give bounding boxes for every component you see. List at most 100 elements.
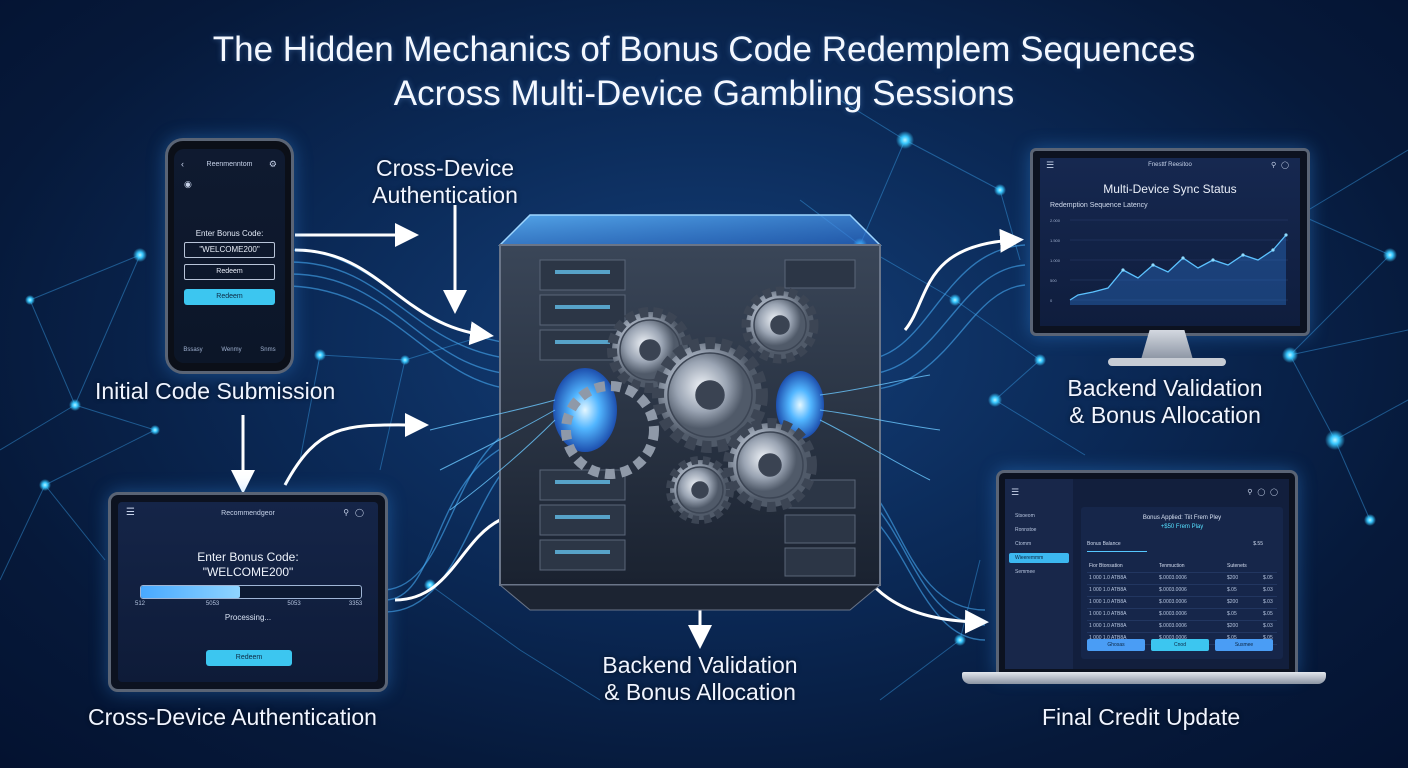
table-row: 1 000 1.0 ATB8A $.0003.0006 $200 $.05 [1087, 573, 1277, 585]
phone-redeem-outline-button[interactable]: Redeem [184, 264, 275, 280]
label-backend-right-line1: Backend Validation [1067, 375, 1263, 401]
table-cell: $.05 [1263, 575, 1273, 581]
progress-tick: 5053 [287, 601, 301, 607]
laptop-base [962, 672, 1326, 684]
label-cross-device-bottom: Cross-Device Authentication [88, 704, 377, 730]
progress-tick: 5053 [205, 601, 220, 607]
phone-code-input[interactable]: "WELCOME200" [184, 242, 275, 258]
title-line-1: The Hidden Mechanics of Bonus Code Redem… [212, 30, 1196, 69]
label-cross-device-top-line1: Cross-Device [375, 155, 515, 181]
sidebar-item-active[interactable]: Wieeremmm [1009, 553, 1069, 563]
label-backend-right-line2: & Bonus Allocation [1069, 402, 1261, 428]
table-cell: $.0003.0006 [1159, 599, 1187, 605]
label-backend-center-line1: Backend Validation [602, 652, 798, 678]
page-title: The Hidden Mechanics of Bonus Code Redem… [0, 28, 1408, 116]
monitor-screen: ☰ Fnesttf Reesitoo ⚲◯ Multi-Device Sync … [1040, 158, 1300, 326]
svg-text:2.000: 2.000 [1050, 218, 1061, 223]
tablet-device: ☰ Recommendgeor ⚲◯ Enter Bonus Code: "WE… [108, 492, 388, 692]
table-cell: $.05 [1227, 635, 1237, 641]
monitor-panel-title: Multi-Device Sync Status [1103, 182, 1237, 196]
table-cell: $.0003.0006 [1159, 635, 1187, 641]
phone-nav-item[interactable]: Snms [260, 347, 276, 353]
table-cell: 1 000 1.0 ATB8A [1089, 611, 1127, 617]
tablet-header-icons[interactable]: ⚲◯ [343, 508, 370, 517]
phone-nav-item[interactable]: Wenmy [221, 347, 242, 353]
monitor-chart-title: Redemption Sequence Latency [1050, 202, 1148, 209]
table-cell: $.05 [1227, 587, 1237, 593]
table-cell: 1 000 1.0 ATB8A [1089, 635, 1127, 641]
table-cell: 1 000 1.0 ATB8A [1089, 599, 1127, 605]
table-cell: $200 [1227, 623, 1239, 629]
tablet-progress-bar [140, 585, 362, 599]
laptop-button[interactable]: Ghosas [1087, 639, 1145, 651]
tablet-status: Processing... [224, 613, 272, 622]
table-cell: $.0003.0006 [1159, 575, 1187, 581]
table-row: 1 000 1.0 ATB8A$.0003.0006$200$.03 [1087, 621, 1277, 633]
table-cell: $.0003.0006 [1159, 587, 1187, 593]
table-row: 1 000 1.0 ATB8A $.0003.0006 $.05 $.05 [1087, 609, 1277, 621]
freeplay-text: +$50 Frem Play [1160, 524, 1204, 530]
menu-icon[interactable]: ☰ [1011, 487, 1020, 497]
svg-text:1.000: 1.000 [1050, 258, 1061, 263]
balance-label: Bonus Balance [1087, 541, 1121, 547]
table-header-row: Fior Btonsation Tenmuction Sutenets [1087, 561, 1277, 573]
phone-nav-bar: Bssasy Wenmy Snms [174, 347, 285, 353]
laptop-header-icons[interactable]: ⚲◯◯ [1247, 489, 1283, 496]
svg-text:1.500: 1.500 [1050, 238, 1061, 243]
phone-screen: ‹ Reenmenntom ⚙ ◉ Enter Bonus Code: "WEL… [174, 149, 285, 363]
tablet-enter-label: Enter Bonus Code: [197, 550, 299, 564]
phone-enter-label: Enter Bonus Code: [195, 229, 264, 238]
phone-redeem-button[interactable]: Redeem [184, 289, 275, 305]
menu-icon[interactable]: ☰ [1046, 160, 1055, 170]
label-cross-device-top: Cross-Device Authentication [350, 155, 540, 209]
table-cell: $.05 [1263, 611, 1273, 617]
transactions-table: Fior Btonsation Tenmuction Sutenets 1 00… [1087, 561, 1277, 645]
laptop-button[interactable]: Cnod [1151, 639, 1209, 651]
label-backend-right: Backend Validation & Bonus Allocation [1040, 375, 1290, 429]
laptop-screen: ☰ Stsoeom Ronnstoe Ctomm Wieeremmm Semme… [1005, 479, 1289, 669]
label-final-credit: Final Credit Update [1042, 704, 1241, 730]
sidebar-item[interactable]: Ctomm [1015, 541, 1032, 547]
phone-nav-item[interactable]: Bssasy [183, 347, 203, 353]
sidebar-item[interactable]: Semmee [1015, 569, 1036, 575]
bonus-applied-text: Bonus Applied: Tiit Frem Pley [1142, 515, 1222, 521]
gear-icon[interactable]: ⚙ [268, 159, 277, 169]
table-cell: $.0003.0006 [1159, 611, 1187, 617]
table-row: 1 000 1.0 ATB8A$.0003.0006$200$.03 [1087, 597, 1277, 609]
tablet-title: Recommendgeor [221, 510, 275, 517]
user-icon[interactable]: ◉ [184, 179, 192, 189]
table-header: Sutenets [1227, 563, 1247, 569]
tablet-code-value: "WELCOME200" [202, 565, 294, 579]
progress-tick: 512 [134, 601, 146, 607]
monitor-stand [1140, 330, 1194, 360]
monitor-base [1108, 358, 1226, 366]
sidebar-item[interactable]: Ronnstoe [1015, 527, 1037, 533]
monitor-header: Fnesttf Reesitoo [1148, 162, 1192, 168]
network-lines [0, 99, 1408, 701]
svg-text:0: 0 [1050, 298, 1053, 303]
table-cell: 1 000 1.0 ATB8A [1089, 575, 1127, 581]
sidebar-item[interactable]: Stsoeom [1015, 513, 1035, 519]
table-cell: $.05 [1263, 635, 1273, 641]
table-cell: $200 [1227, 575, 1239, 581]
table-header: Tenmuction [1159, 563, 1185, 569]
table-cell: $.03 [1263, 587, 1273, 593]
tablet-progress-fill [141, 586, 240, 598]
tablet-redeem-button[interactable]: Redeem [206, 650, 292, 666]
back-icon[interactable]: ‹ [181, 159, 184, 169]
label-backend-center: Backend Validation & Bonus Allocation [580, 652, 820, 706]
laptop-button[interactable]: Susmee [1215, 639, 1273, 651]
table-cell: $.05 [1227, 611, 1237, 617]
table-row: 1 000 1.0 ATB8A $.0003.0006 $.05 $.03 [1087, 585, 1277, 597]
laptop-button-row: Ghosas Cnod Susmee [1087, 639, 1277, 651]
table-cell: $.0003.0006 [1159, 623, 1187, 629]
monitor-header-icons[interactable]: ⚲◯ [1271, 162, 1294, 169]
table-header: Fior Btonsation [1089, 563, 1123, 569]
phone-device: ‹ Reenmenntom ⚙ ◉ Enter Bonus Code: "WEL… [165, 138, 294, 374]
menu-icon[interactable]: ☰ [126, 507, 135, 518]
table-cell: 1 000 1.0 ATB8A [1089, 587, 1127, 593]
table-cell: $.03 [1263, 599, 1273, 605]
monitor-device: ☰ Fnesttf Reesitoo ⚲◯ Multi-Device Sync … [1030, 148, 1310, 336]
